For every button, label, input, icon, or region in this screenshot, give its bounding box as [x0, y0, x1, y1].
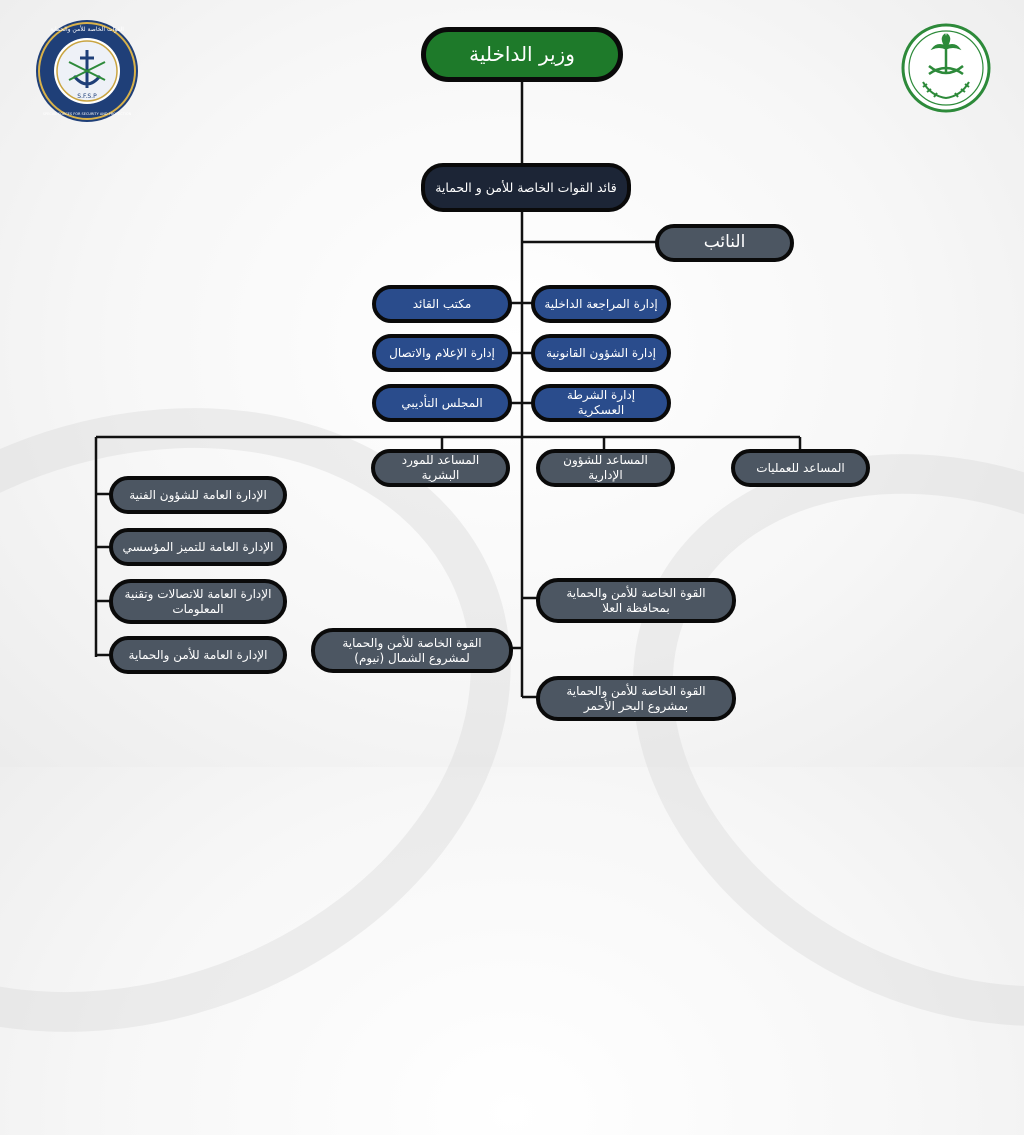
- commander-box: قائد القوات الخاصة للأمن و الحماية: [421, 163, 631, 212]
- institutional-excellence-box: الإدارة العامة للتميز المؤسسي: [109, 528, 287, 566]
- red-sea-force-box: القوة الخاصة للأمن والحماية بمشروع البحر…: [536, 676, 736, 721]
- sfsp-logo: S.F.S.P القوات الخاصة للأمن والحماية SPE…: [36, 20, 138, 122]
- legal-affairs-box: إدارة الشؤون القانونية: [531, 334, 671, 372]
- disciplinary-council-box: المجلس التأديبي: [372, 384, 512, 422]
- sfsp-abbr: S.F.S.P: [77, 93, 97, 100]
- sfsp-bottom-text: SPECIAL FORCES FOR SECURITY AND PROTECTI…: [43, 112, 132, 116]
- security-protection-box: الإدارة العامة للأمن والحماية: [109, 636, 287, 674]
- ministry-emblem-logo: [901, 23, 991, 113]
- neom-force-box: القوة الخاصة للأمن والحماية لمشروع الشما…: [311, 628, 513, 673]
- internal-audit-box: إدارة المراجعة الداخلية: [531, 285, 671, 323]
- sfsp-ring-text: القوات الخاصة للأمن والحماية: [50, 25, 124, 33]
- commander-office-box: مكتب القائد: [372, 285, 512, 323]
- assistant-human-resources-box: المساعد للمورد البشرية: [371, 449, 510, 487]
- media-communication-box: إدارة الإعلام والاتصال: [372, 334, 512, 372]
- alula-force-box: القوة الخاصة للأمن والحماية بمحافظة العل…: [536, 578, 736, 623]
- minister-box: وزير الداخلية: [421, 27, 623, 82]
- deputy-box: النائب: [655, 224, 794, 262]
- technical-affairs-box: الإدارة العامة للشؤون الفنية: [109, 476, 287, 514]
- communications-it-box: الإدارة العامة للاتصالات وتقنية المعلوما…: [109, 579, 287, 624]
- assistant-admin-affairs-box: المساعد للشؤون الإدارية: [536, 449, 675, 487]
- assistant-operations-box: المساعد للعمليات: [731, 449, 870, 487]
- military-police-box: إدارة الشرطة العسكرية: [531, 384, 671, 422]
